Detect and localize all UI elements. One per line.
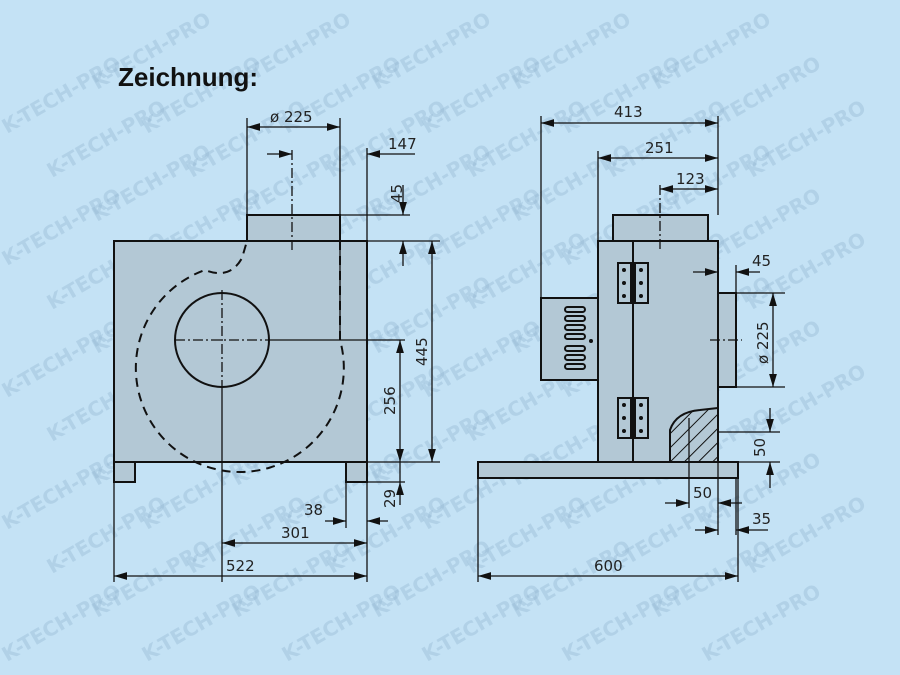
base-rail — [477, 461, 739, 479]
drawing-title: Zeichnung: — [118, 62, 259, 92]
cooling-slots — [564, 306, 586, 370]
dim-total-depth: 413 — [614, 103, 643, 121]
motor-section-hatch — [669, 406, 719, 463]
dim-motor-width: 50 — [693, 484, 712, 502]
dim-outlet-height: 45 — [388, 184, 406, 203]
dim-foot-height: 29 — [381, 489, 399, 508]
dim-motor-height: 50 — [751, 438, 769, 457]
dim-rail-overhang: 35 — [752, 510, 771, 528]
dim-height: 445 — [413, 337, 431, 366]
volute-outline — [134, 240, 345, 473]
dim-width: 522 — [226, 557, 255, 575]
foot-left — [113, 461, 136, 483]
hinge-top — [617, 262, 649, 304]
dim-base-length: 600 — [594, 557, 623, 575]
front-view: 413 251 123 45 ø 225 50 50 35 600 — [477, 103, 785, 582]
dim-outlet-offset: 123 — [676, 170, 705, 188]
dim-inlet-length: 45 — [752, 252, 771, 270]
foot-right — [345, 461, 368, 483]
hinge-bottom — [617, 397, 649, 439]
dim-foot-width: 38 — [304, 501, 323, 519]
dim-inlet-diameter: ø 225 — [754, 321, 772, 364]
dim-outlet-diameter: ø 225 — [270, 108, 313, 126]
dim-axis-offset: 301 — [281, 524, 310, 542]
fan-housing — [113, 240, 368, 463]
dim-axis-height: 256 — [381, 386, 399, 415]
dim-body-depth: 251 — [645, 139, 674, 157]
outlet-spigot — [246, 214, 341, 242]
dim-offset: 147 — [388, 135, 417, 153]
side-view: ø 225 147 45 445 256 29 38 301 522 — [113, 108, 440, 582]
